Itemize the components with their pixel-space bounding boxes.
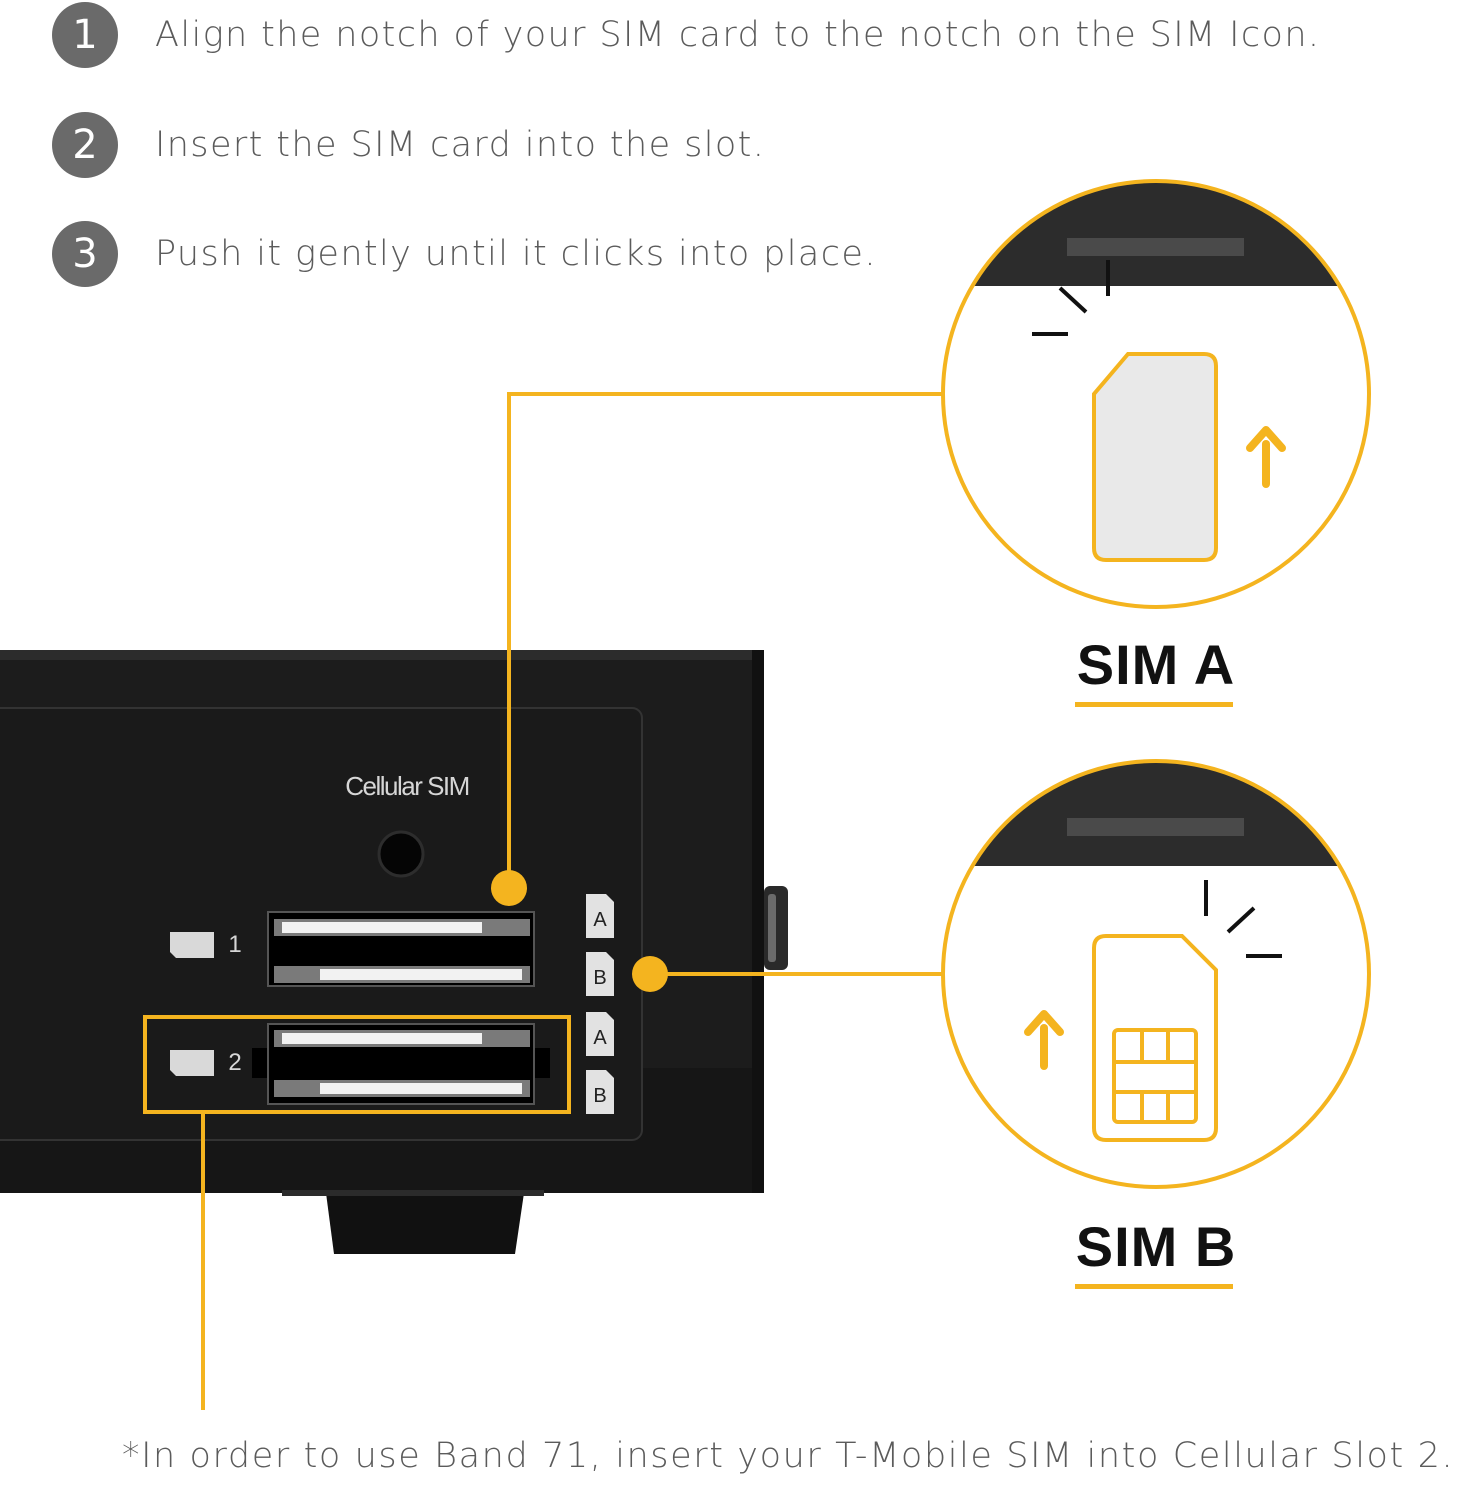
slot-tab-2b: B xyxy=(586,1070,614,1114)
arrow-up-icon xyxy=(1024,1010,1064,1070)
step-2-number: 2 xyxy=(52,112,118,178)
sim-slot-1[interactable] xyxy=(170,911,535,987)
step-1-text: Align the notch of your SIM card to the … xyxy=(155,15,1321,55)
reset-hole[interactable] xyxy=(377,830,425,878)
step-2: 2 Insert the SIM card into the slot. xyxy=(52,112,765,178)
slot-tab-1b: B xyxy=(586,952,614,996)
device-foot xyxy=(326,1193,524,1254)
slot-2-highlight xyxy=(143,1015,571,1114)
slot-tab-1a: A xyxy=(586,894,614,938)
svg-text:A: A xyxy=(593,909,607,931)
sim-b-pointer-dot xyxy=(632,956,668,992)
svg-text:A: A xyxy=(593,1027,607,1049)
step-3-number: 3 xyxy=(52,221,118,287)
sim-b-underline xyxy=(1075,1284,1233,1289)
sim-a-underline xyxy=(1075,702,1233,707)
sim-slot-2[interactable] xyxy=(170,1023,550,1105)
click-burst-icon xyxy=(1204,880,1282,958)
svg-text:B: B xyxy=(593,1085,606,1107)
sim-card-front xyxy=(1092,934,1218,1142)
step-1-number: 1 xyxy=(52,2,118,68)
footnote: *In order to use Band 71, insert your T-… xyxy=(122,1436,1455,1476)
slot-1-number: 1 xyxy=(228,931,241,958)
sim-slot-2-icon xyxy=(170,1050,214,1076)
step-1: 1 Align the notch of your SIM card to th… xyxy=(52,2,1320,68)
click-burst-icon xyxy=(1032,260,1110,336)
panel-label: Cellular SIM xyxy=(345,771,469,801)
step-2-text: Insert the SIM card into the slot. xyxy=(155,125,766,165)
sim-a-zoom xyxy=(941,179,1371,609)
step-3: 3 Push it gently until it clicks into pl… xyxy=(52,221,877,287)
sim-a-pointer-dot xyxy=(491,870,527,906)
svg-text:B: B xyxy=(593,967,606,989)
sim-b-label: SIM B xyxy=(1075,1215,1237,1278)
slot-2-number: 2 xyxy=(228,1049,241,1076)
sim-a-label: SIM A xyxy=(1076,633,1236,696)
slot-tab-2a: A xyxy=(586,1012,614,1056)
arrow-up-icon xyxy=(1246,426,1286,488)
sim-card-back xyxy=(1092,352,1218,562)
sim-chip-icon xyxy=(1112,1028,1198,1124)
sim-slot-1-icon xyxy=(170,932,214,958)
step-3-text: Push it gently until it clicks into plac… xyxy=(155,234,877,274)
sim-b-zoom xyxy=(941,759,1371,1189)
sim-a-leader-line xyxy=(507,392,942,888)
